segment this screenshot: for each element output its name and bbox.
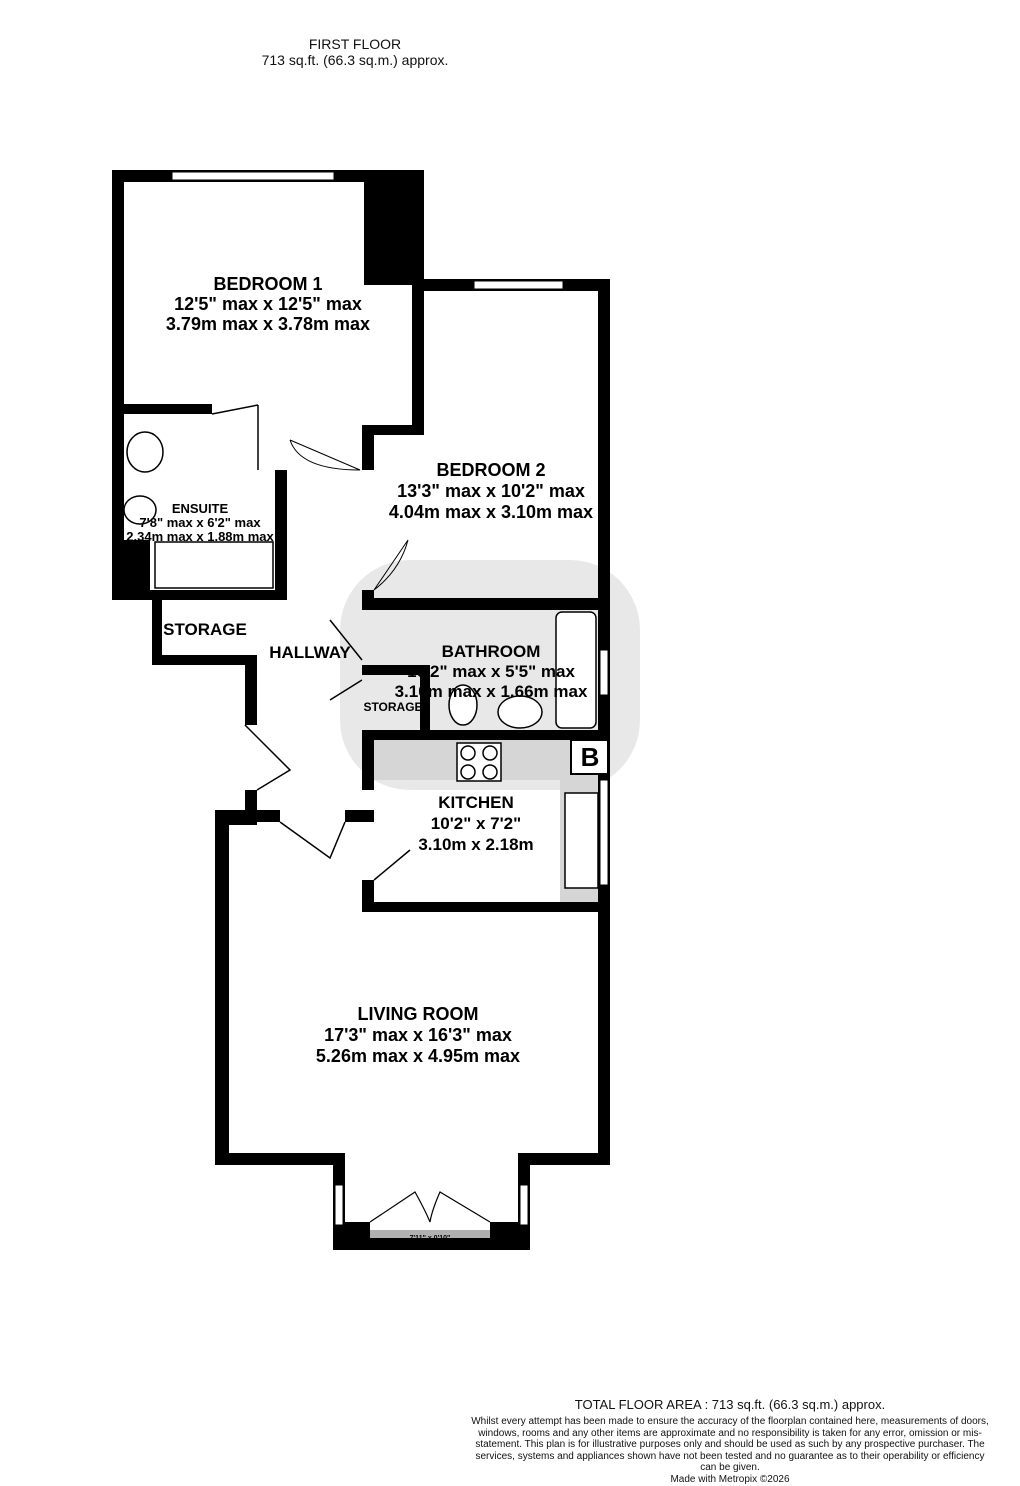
balcony-imperial: 7'11" x 0'10"	[410, 1235, 451, 1242]
toilet-icon	[448, 684, 478, 726]
storage2-name: STORAGE	[363, 700, 422, 714]
basin-icon	[497, 695, 543, 729]
shower-tray-icon	[154, 541, 274, 589]
floor-title: FIRST FLOOR	[308, 36, 402, 52]
bedroom1-name: BEDROOM 1	[213, 274, 322, 294]
hallway-name: HALLWAY	[269, 643, 351, 662]
balcony-metric: 2.40m x 0.25m	[406, 1244, 453, 1251]
windows	[171, 171, 609, 1226]
fixtures	[123, 431, 599, 889]
kitchen-name: KITCHEN	[438, 793, 514, 812]
disclaimer: Whilst every attempt has been made to en…	[471, 1416, 989, 1473]
living-name: LIVING ROOM	[358, 1004, 479, 1024]
storage1-name: STORAGE	[163, 620, 247, 639]
total-floor-area: TOTAL FLOOR AREA : 713 sq.ft. (66.3 sq.m…	[574, 1397, 886, 1412]
bedroom2-metric: 4.04m max x 3.10m max	[389, 502, 593, 522]
bathtub-icon	[555, 611, 597, 729]
boiler-label: B	[581, 742, 600, 772]
bathroom-name: BATHROOM	[442, 642, 541, 661]
bathroom-metric: 3.10m max x 1.66m max	[395, 682, 588, 701]
ensuite-name: ENSUITE	[172, 501, 229, 516]
ensuite-metric: 2.34m max x 1.88m max	[126, 529, 274, 544]
floor-area: 713 sq.ft. (66.3 sq.m.) approx.	[261, 52, 449, 68]
living-imperial: 17'3" max x 16'3" max	[324, 1025, 512, 1045]
doors	[211, 404, 491, 1223]
balcony-floor	[345, 1230, 518, 1240]
kitchen-imperial: 10'2" x 7'2"	[431, 814, 521, 833]
bedroom2-name: BEDROOM 2	[436, 460, 545, 480]
bedroom1-metric: 3.79m max x 3.78m max	[166, 314, 370, 334]
ensuite-imperial: 7'8" max x 6'2" max	[139, 515, 261, 530]
bedroom2-imperial: 13'3" max x 10'2" max	[397, 481, 585, 501]
living-metric: 5.26m max x 4.95m max	[316, 1046, 520, 1066]
bathroom-imperial: 10'2" max x 5'5" max	[407, 662, 575, 681]
kitchen-metric: 3.10m x 2.18m	[418, 835, 533, 854]
boiler-box	[570, 739, 609, 775]
sink-icon	[564, 792, 599, 889]
bedroom1-imperial: 12'5" max x 12'5" max	[174, 294, 362, 314]
credit: Made with Metropix ©2026	[670, 1474, 790, 1485]
